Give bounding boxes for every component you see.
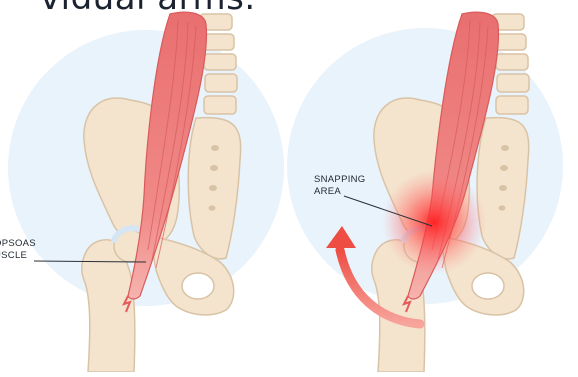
right-obturator [472,273,504,299]
iliopsoas-label: OPSOAS USCLE [0,238,36,262]
snapping-area-label: SNAPPING AREA [314,174,366,198]
snapping-label-line-2: AREA [314,186,366,198]
iliopsoas-label-line-2: USCLE [0,250,36,262]
left-obturator [182,273,214,299]
caption-fragment: vidual arms. [40,0,256,18]
iliopsoas-label-line-1: OPSOAS [0,238,36,250]
left-panel [8,12,284,372]
snapping-label-line-1: SNAPPING [314,174,366,186]
snapping-glow-icon [382,170,486,274]
